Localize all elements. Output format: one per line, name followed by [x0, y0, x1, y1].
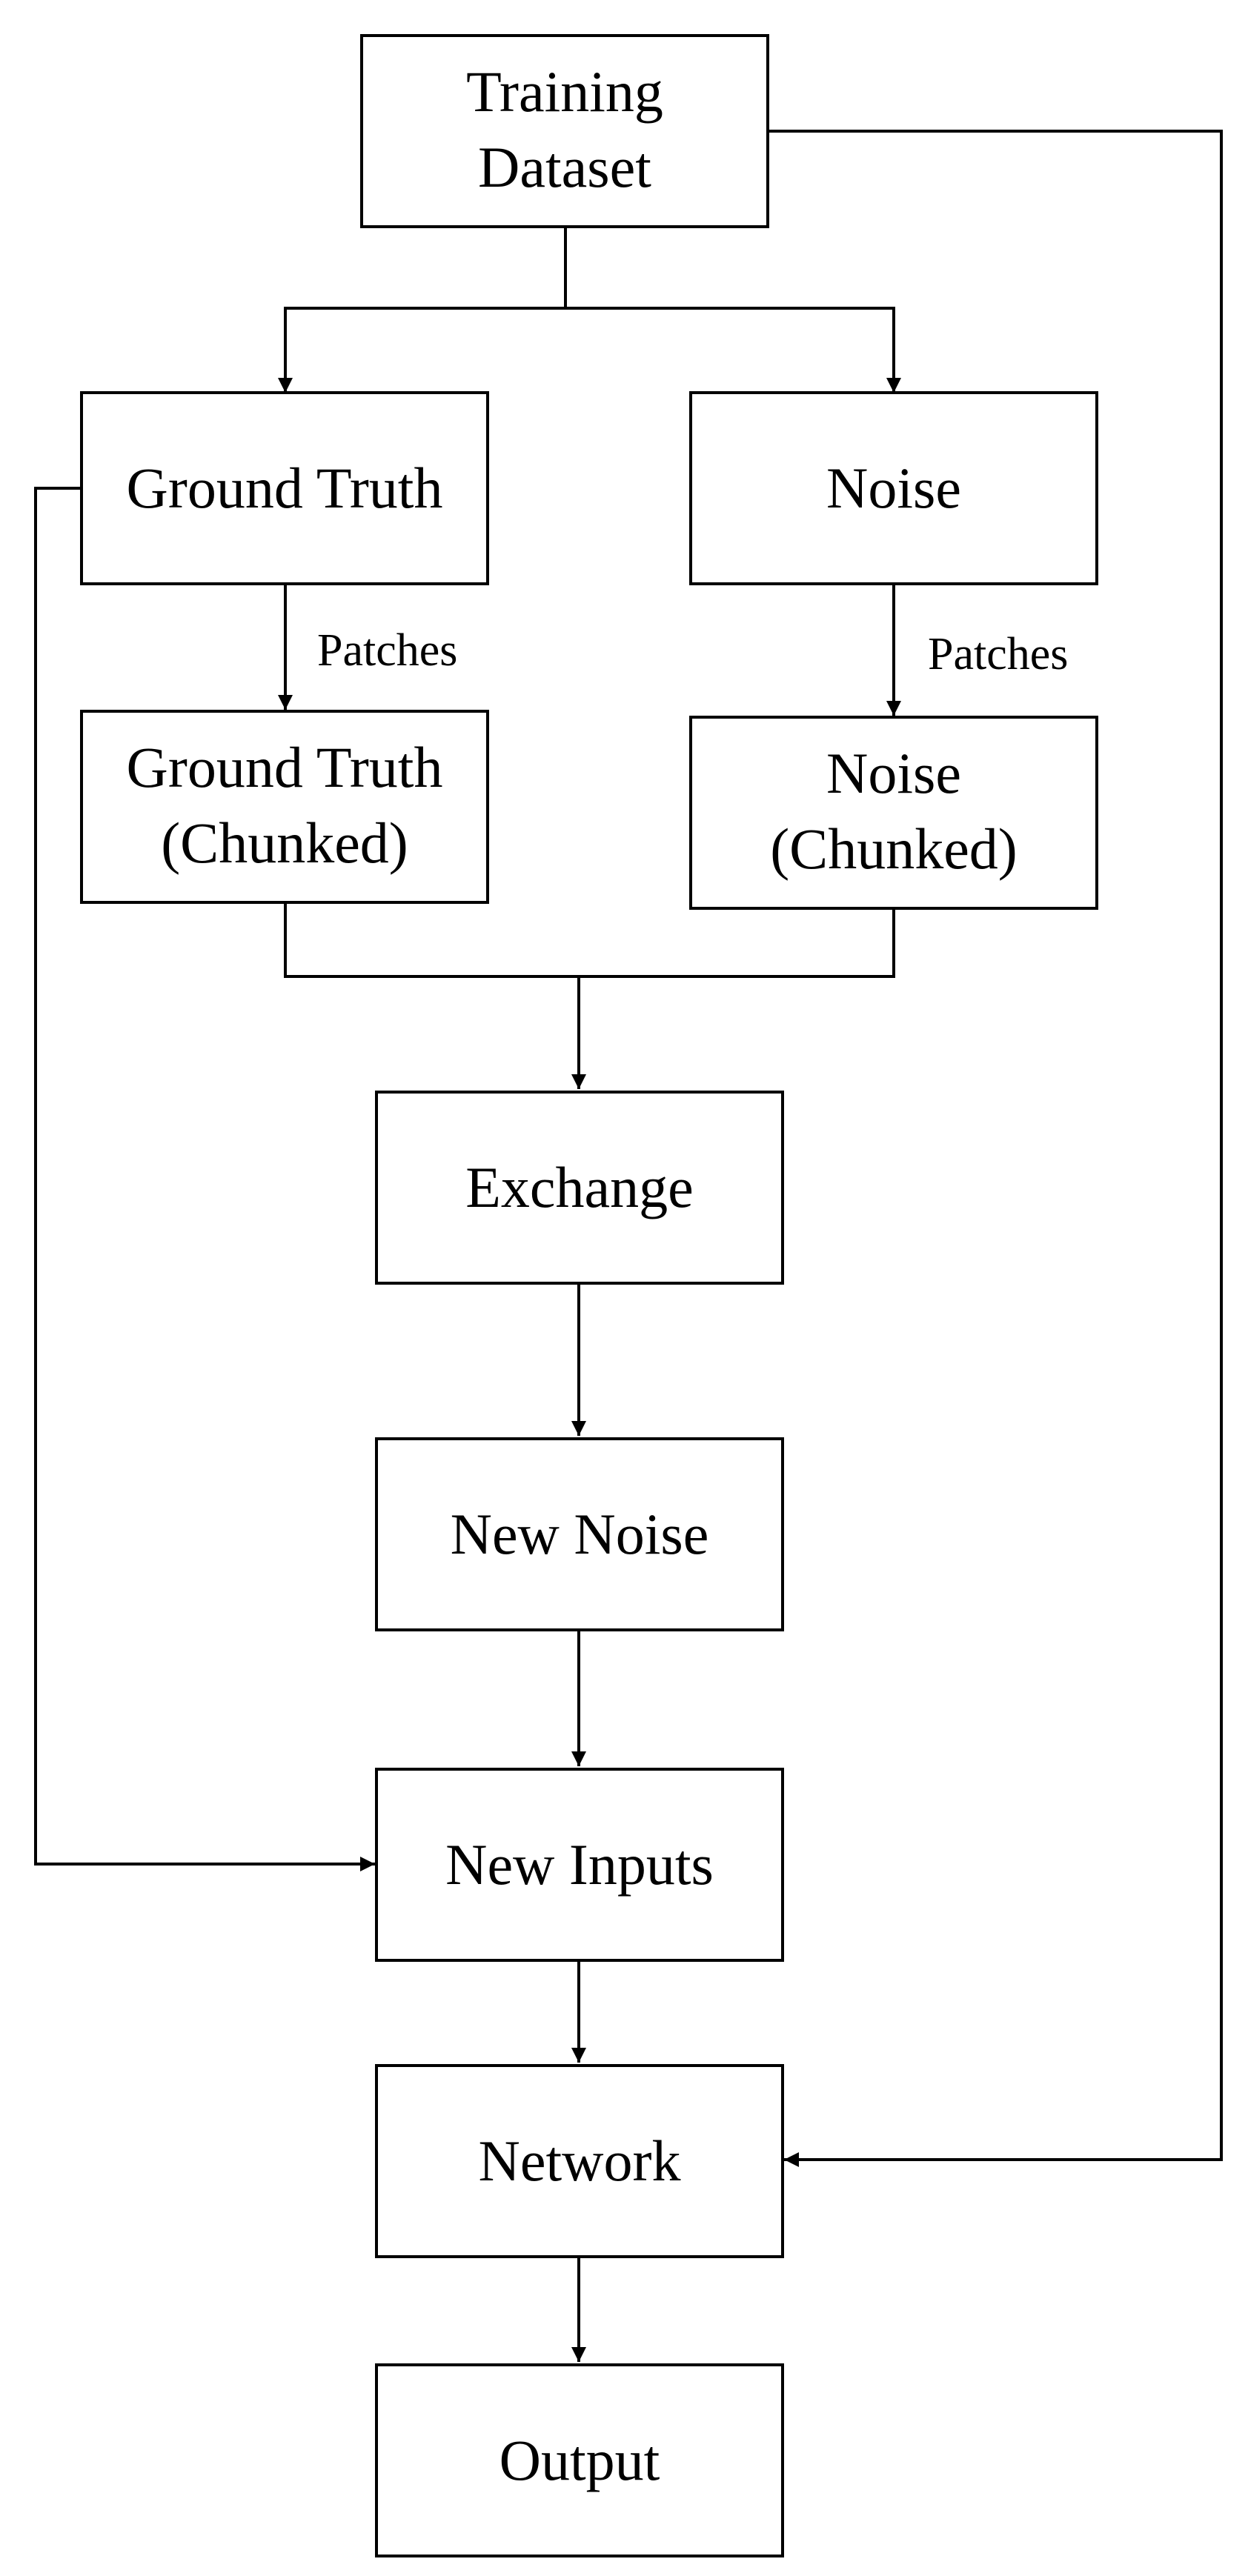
node-noise-chunked-line-1: Noise	[826, 741, 961, 805]
node-new-inputs: New Inputs	[375, 1768, 784, 1962]
node-ground-truth: Ground Truth	[80, 391, 489, 585]
node-noise: Noise	[689, 391, 1098, 585]
edges	[34, 130, 1223, 2362]
edge-dataset-to-network	[768, 130, 1223, 2167]
node-new-noise: New Noise	[375, 1437, 784, 1631]
node-noise-chunked-line-2: (Chunked)	[770, 816, 1018, 881]
node-training-dataset-line-1: Training	[466, 59, 663, 124]
node-noise-chunked: Noise (Chunked)	[689, 716, 1098, 910]
node-new-noise-label: New Noise	[451, 1502, 709, 1566]
node-exchange: Exchange	[375, 1091, 784, 1285]
edge-dataset-split	[278, 227, 567, 393]
node-noise-label: Noise	[826, 456, 961, 520]
edge-label-noise-patches: Patches	[928, 629, 1068, 679]
edge-label-gt-patches: Patches	[317, 625, 457, 676]
node-network-label: Network	[479, 2129, 681, 2193]
edge-gt-to-new-inputs	[34, 487, 375, 1871]
node-output-label: Output	[499, 2428, 660, 2492]
node-new-inputs-label: New Inputs	[445, 1832, 714, 1897]
node-exchange-label: Exchange	[465, 1155, 694, 1219]
node-ground-truth-chunked-line-1: Ground Truth	[127, 735, 443, 799]
node-output: Output	[375, 2363, 784, 2557]
edge-dataset-to-noise	[565, 307, 901, 393]
node-network: Network	[375, 2064, 784, 2258]
node-training-dataset-line-2: Dataset	[478, 135, 651, 199]
node-ground-truth-chunked: Ground Truth (Chunked)	[80, 710, 489, 904]
node-ground-truth-chunked-line-2: (Chunked)	[161, 811, 408, 875]
node-training-dataset: Training Dataset	[360, 34, 769, 228]
node-ground-truth-label: Ground Truth	[127, 456, 443, 520]
edge-gt-chunked-merge	[284, 902, 895, 978]
